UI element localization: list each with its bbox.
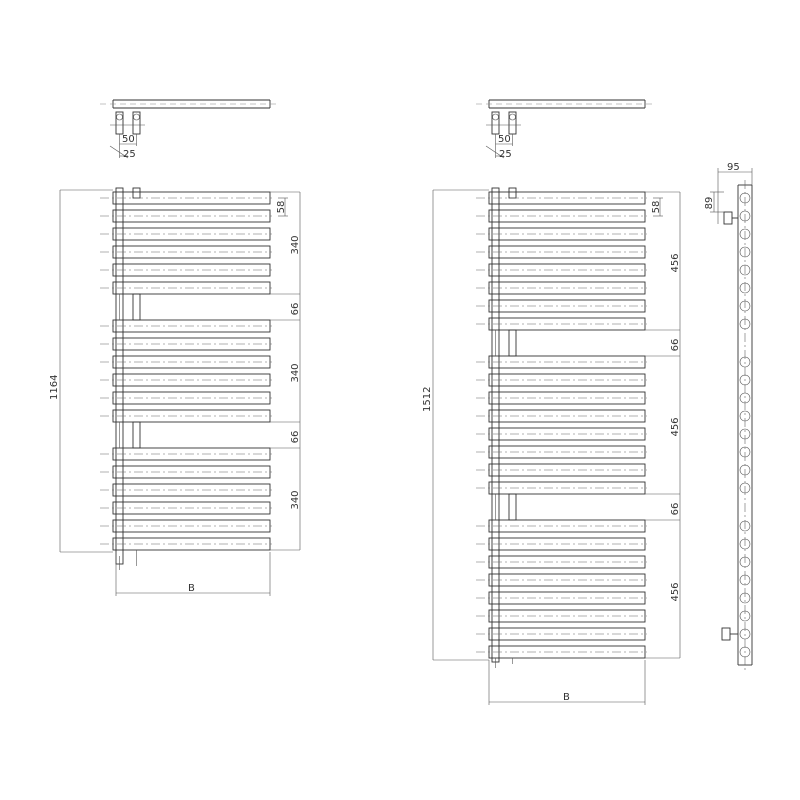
right-pipe-offset-label: 25 [499, 149, 512, 160]
left-pipe-offset-label: 25 [123, 149, 136, 160]
right-width-label: B [563, 692, 570, 703]
left-total-height-label: 1164 [49, 375, 60, 400]
left-top-plan-view: 50 25 [100, 99, 280, 160]
top-bracket [723, 211, 733, 225]
side-bar-profiles [739, 192, 751, 658]
right-top-plan-view: 50 25 [476, 99, 655, 160]
right-gap-label-1: 66 [670, 339, 681, 352]
bottom-bracket [721, 627, 731, 641]
right-section-label-1: 456 [670, 253, 681, 272]
left-gap-label-1: 66 [290, 303, 301, 316]
right-pipe-spacing-label: 50 [498, 134, 511, 145]
left-section-label-3: 340 [290, 490, 301, 509]
right-total-height-label: 1512 [422, 387, 433, 412]
right-pitch-label: 58 [651, 201, 662, 214]
left-section-label-2: 340 [290, 363, 301, 382]
right-collectors [491, 187, 517, 668]
right-dimensions: 1512 B 58 456 66 456 66 456 [422, 189, 681, 705]
right-section-label-2: 456 [670, 417, 681, 436]
right-gap-label-2: 66 [670, 503, 681, 516]
left-front-view: 50 25 [49, 99, 301, 596]
left-section-label-1: 340 [290, 235, 301, 254]
left-width-label: B [188, 583, 195, 594]
right-bars [488, 191, 646, 659]
left-pitch-label: 58 [276, 201, 287, 214]
left-centerlines [100, 197, 272, 545]
left-dimensions: 1164 B 58 340 66 340 66 340 [49, 189, 301, 596]
side-depth-label: 95 [727, 162, 740, 173]
left-pipe-spacing-label: 50 [122, 134, 135, 145]
right-centerlines [476, 197, 647, 653]
right-section-label-3: 456 [670, 582, 681, 601]
right-front-view: 50 25 [422, 99, 681, 705]
left-gap-label-2: 66 [290, 431, 301, 444]
left-bars [112, 191, 271, 551]
side-offset-label: 89 [704, 197, 715, 210]
side-view: 95 89 [704, 162, 753, 670]
